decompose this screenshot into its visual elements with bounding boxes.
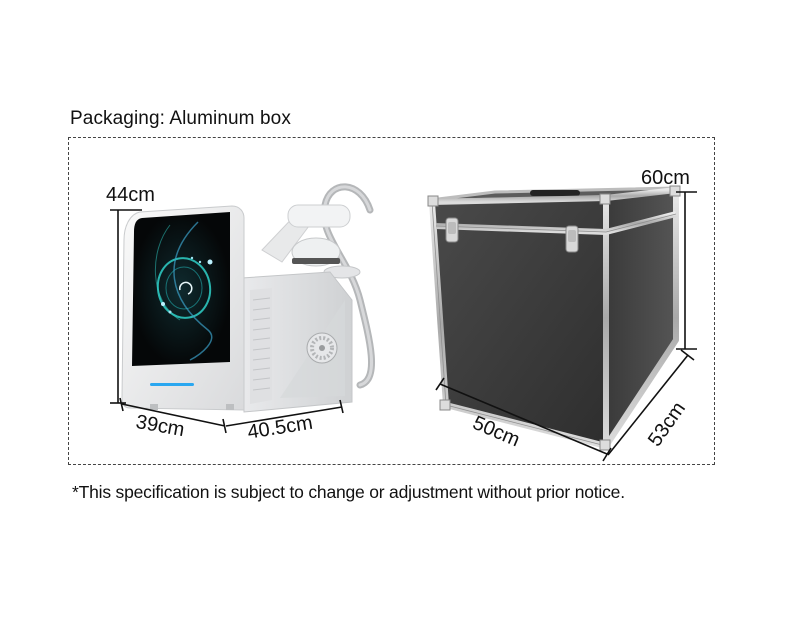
dimension-frame <box>68 137 715 465</box>
disclaimer-footnote: *This specification is subject to change… <box>72 482 625 502</box>
device-illustration <box>121 183 375 413</box>
led-strip <box>150 383 194 386</box>
device-screen <box>132 212 230 366</box>
latch-icon <box>445 217 459 243</box>
device-dimension-lines <box>110 209 344 434</box>
box-dimension-lines <box>435 191 697 462</box>
packaging-title: Packaging: Aluminum box <box>70 108 291 129</box>
fan-vent-icon <box>306 332 338 364</box>
aluminum-box-illustration <box>427 185 681 451</box>
handle <box>530 190 580 196</box>
box-height-label: 60cm <box>641 167 690 189</box>
latch-icon <box>565 225 579 253</box>
device-height-label: 44cm <box>106 184 155 206</box>
